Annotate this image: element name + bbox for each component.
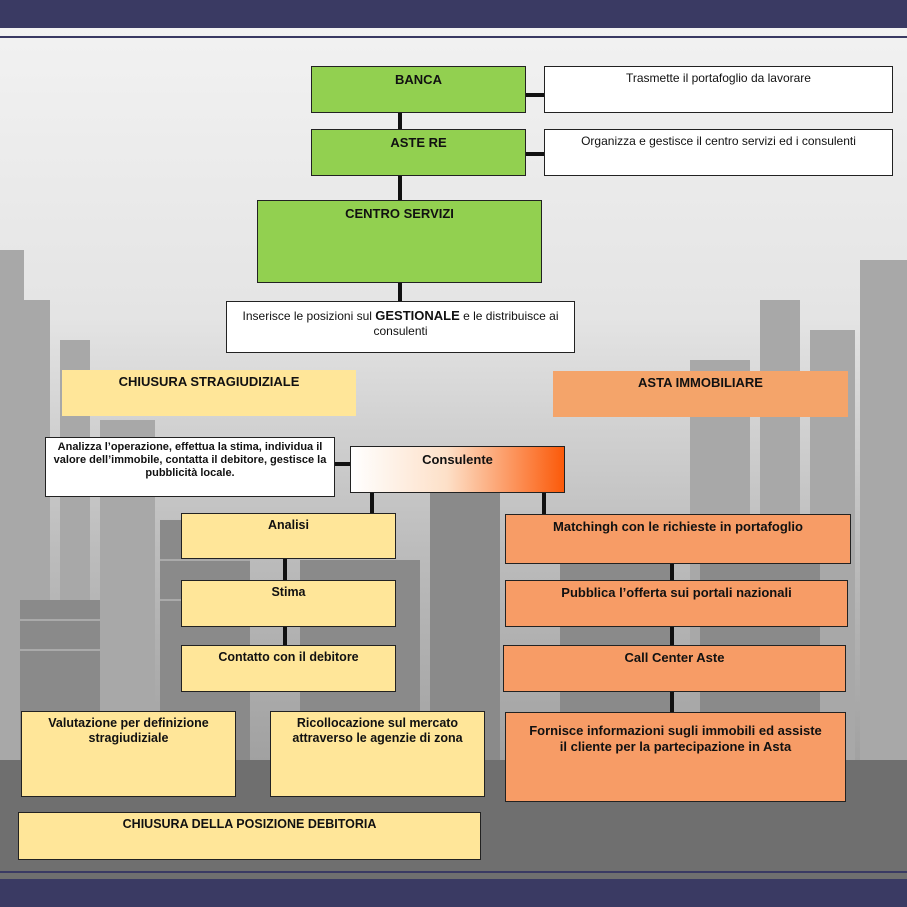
node-pubblica-label: Pubblica l’offerta sui portali nazionali	[561, 585, 792, 600]
node-centro-servizi: CENTRO SERVIZI	[257, 200, 542, 283]
centro-desc-post: e le distribuisce ai consulenti	[373, 309, 559, 338]
header-chiusura-stragiudiziale: CHIUSURA STRAGIUDIZIALE	[62, 370, 356, 416]
node-centro-servizi-label: CENTRO SERVIZI	[345, 206, 454, 221]
connector-pubblica-callcenter	[670, 626, 674, 646]
node-banca: BANCA	[311, 66, 526, 113]
node-centro-desc: Inserisce le posizioni sul GESTIONALE e …	[226, 301, 575, 353]
centro-desc-bold: GESTIONALE	[375, 308, 460, 323]
node-ricollocazione: Ricollocazione sul mercato attraverso le…	[270, 711, 485, 797]
connector-matching-pubblica	[670, 563, 674, 581]
node-consulente-desc-text: Analizza l’operazione, effettua la stima…	[53, 441, 327, 479]
node-consulente-desc: Analizza l’operazione, effettua la stima…	[45, 437, 335, 497]
node-aste-re-label: ASTE RE	[390, 135, 447, 150]
top-band	[0, 0, 907, 28]
connector-callcenter-fornisce	[670, 691, 674, 713]
node-aste-re: ASTE RE	[311, 129, 526, 176]
node-centro-desc-text: Inserisce le posizioni sul GESTIONALE e …	[233, 308, 568, 339]
node-call-center: Call Center Aste	[503, 645, 846, 692]
node-banca-desc-text: Trasmette il portafoglio da lavorare	[626, 71, 811, 85]
node-analisi: Analisi	[181, 513, 396, 559]
node-stima-label: Stima	[271, 585, 306, 599]
header-chiusura-stragiudiziale-label: CHIUSURA STRAGIUDIZIALE	[118, 374, 300, 389]
node-fornisce: Fornisce informazioni sugli immobili ed …	[505, 712, 846, 802]
node-chiusura-posizione: CHIUSURA DELLA POSIZIONE DEBITORIA	[18, 812, 481, 860]
connector-aste-centro	[398, 175, 402, 201]
node-valutazione: Valutazione per definizione stragiudizia…	[21, 711, 236, 797]
node-consulente: Consulente	[350, 446, 565, 493]
node-contatto-debitore-label: Contatto con il debitore	[218, 650, 359, 664]
node-fornisce-label: Fornisce informazioni sugli immobili ed …	[529, 723, 822, 754]
top-band-line	[0, 36, 907, 38]
connector-banca-desc	[525, 93, 545, 97]
connector-consulente-analisi	[370, 492, 374, 514]
node-banca-label: BANCA	[395, 72, 442, 87]
connector-banca-aste	[398, 112, 402, 130]
connector-stima-contatto	[283, 626, 287, 646]
connector-consulente-matching	[542, 492, 546, 514]
node-stima: Stima	[181, 580, 396, 627]
node-matching: Matchingh con le richieste in portafogli…	[505, 514, 851, 564]
connector-aste-desc	[525, 152, 545, 156]
centro-desc-pre: Inserisce le posizioni sul	[242, 309, 376, 323]
header-asta-immobiliare: ASTA IMMOBILIARE	[553, 371, 848, 417]
node-chiusura-posizione-label: CHIUSURA DELLA POSIZIONE DEBITORIA	[122, 817, 377, 831]
bottom-band-line	[0, 871, 907, 873]
connector-centro-desc	[398, 282, 402, 302]
node-call-center-label: Call Center Aste	[624, 650, 725, 665]
bottom-band	[0, 879, 907, 907]
node-ricollocazione-label: Ricollocazione sul mercato attraverso le…	[292, 716, 463, 745]
node-valutazione-label: Valutazione per definizione stragiudizia…	[48, 716, 209, 745]
node-pubblica: Pubblica l’offerta sui portali nazionali	[505, 580, 848, 627]
connector-consulente-desc	[334, 462, 351, 466]
connector-analisi-stima	[283, 558, 287, 581]
node-aste-re-desc: Organizza e gestisce il centro servizi e…	[544, 129, 893, 176]
node-matching-label: Matchingh con le richieste in portafogli…	[553, 519, 803, 534]
node-consulente-label: Consulente	[422, 452, 493, 467]
node-aste-re-desc-text: Organizza e gestisce il centro servizi e…	[581, 134, 856, 148]
node-analisi-label: Analisi	[268, 518, 309, 532]
node-banca-desc: Trasmette il portafoglio da lavorare	[544, 66, 893, 113]
header-asta-immobiliare-label: ASTA IMMOBILIARE	[638, 375, 763, 390]
node-contatto-debitore: Contatto con il debitore	[181, 645, 396, 692]
